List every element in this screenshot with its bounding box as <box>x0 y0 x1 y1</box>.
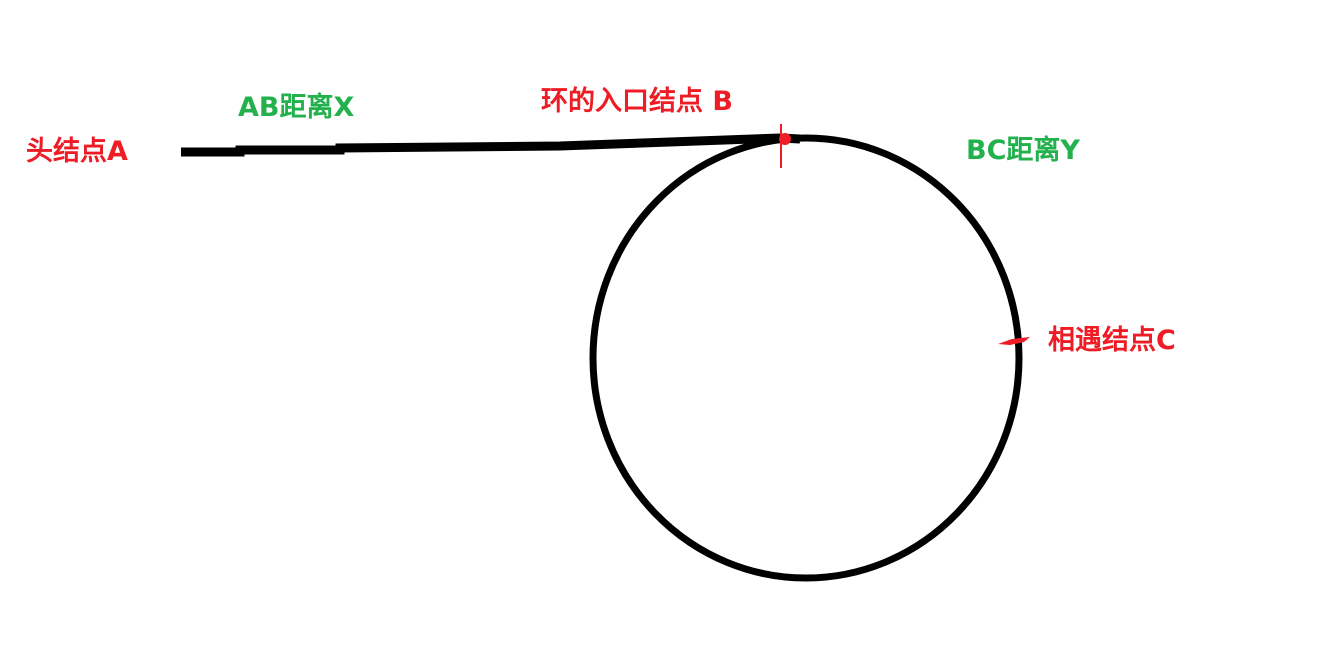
list-segment-ab <box>181 133 801 157</box>
cycle-ring <box>589 134 1023 582</box>
ab-distance-label: AB距离X <box>238 92 355 123</box>
head-node-a-label: 头结点A <box>26 136 128 167</box>
bc-distance-label: BC距离Y <box>966 135 1080 166</box>
entry-node-b-marker <box>779 124 791 168</box>
meeting-node-c-label: 相遇结点C <box>1048 325 1176 356</box>
meeting-node-c-marker <box>998 337 1030 345</box>
entry-node-b-label: 环的入口结点 B <box>541 86 733 117</box>
